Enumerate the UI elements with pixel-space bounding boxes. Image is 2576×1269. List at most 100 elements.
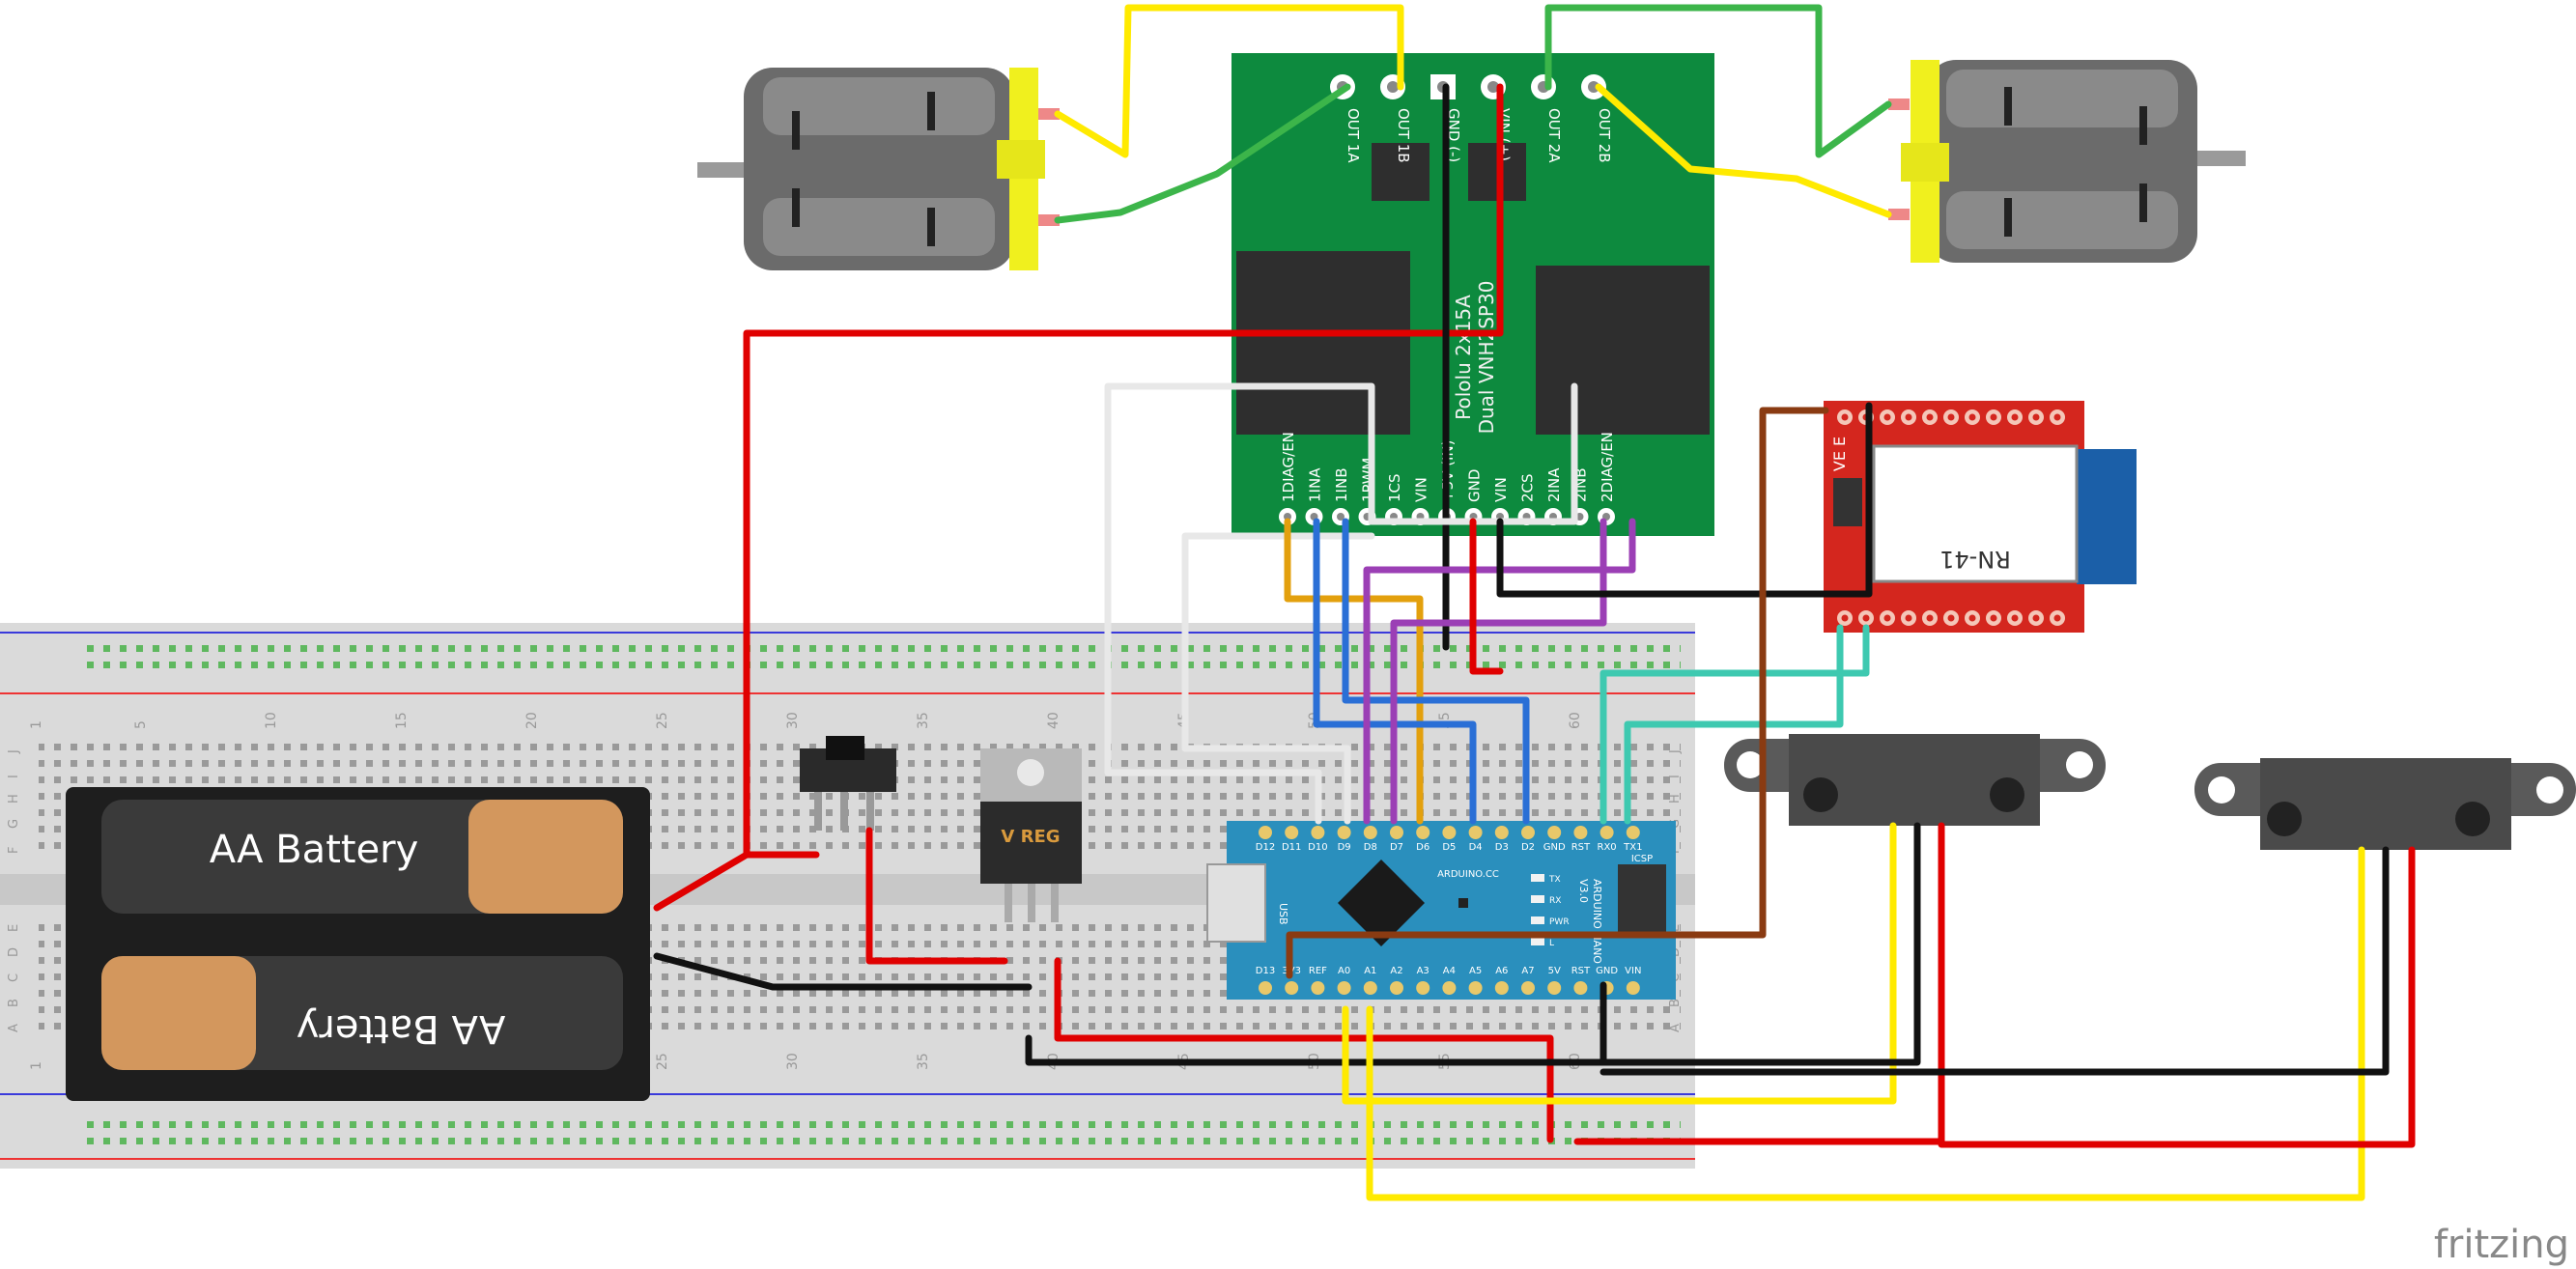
- breadboard-row-letter: G: [7, 819, 21, 829]
- arduino-top-pin-label: D8: [1364, 842, 1377, 853]
- arduino-top-pin-label: TX1: [1623, 842, 1642, 853]
- arduino-top-pin: [1599, 826, 1614, 839]
- arduino-top-pin-label: RX0: [1598, 842, 1617, 853]
- vreg-leg-out: [1051, 884, 1059, 922]
- battery-holder: AA Battery AA Battery: [66, 787, 650, 1101]
- arduino-top-pin: [1468, 826, 1483, 839]
- driver-bottom-pin-hole: [1337, 513, 1345, 521]
- wire-blue-1inb: [1342, 518, 1530, 825]
- arduino-top-pin-label: RST: [1571, 842, 1591, 853]
- arduino-bottom-pin-label: A4: [1443, 966, 1456, 976]
- arduino-bottom-pin: [1259, 981, 1272, 995]
- arduino-bottom-pin-label: A2: [1390, 966, 1402, 976]
- ir-right-mount-hole-2: [2536, 776, 2563, 804]
- motor-right-slot-2: [2004, 198, 2012, 237]
- bt-module-can: [1872, 444, 2079, 583]
- breadboard-column-number: 25: [655, 712, 670, 729]
- arduino-bottom-pin: [1363, 981, 1377, 995]
- breadboard-column-number: 1: [29, 1061, 44, 1070]
- breadboard-row-letter: E: [7, 924, 21, 932]
- arduino-led-label: PWR: [1549, 917, 1570, 927]
- wire-bt-rx: [1599, 624, 1870, 825]
- motor-left-highlight-2: [763, 198, 995, 256]
- breadboard-column-number: 30: [785, 1053, 801, 1070]
- battery-cell-top-end: [468, 800, 623, 914]
- bt-hole-inner: [2053, 413, 2061, 421]
- switch-leg-3: [866, 792, 874, 831]
- bt-antenna: [2077, 449, 2137, 584]
- arduino-bottom-pin: [1442, 981, 1457, 995]
- driver-bottom-pin-label: 2INA: [1545, 467, 1563, 502]
- switch-slider[interactable]: [826, 736, 864, 760]
- motor-left-terminal-block: [997, 140, 1045, 179]
- ir-right-mount-hole: [2208, 776, 2235, 804]
- driver-chip-right: [1536, 266, 1710, 435]
- motor-right-terminal-block: [1901, 143, 1949, 182]
- wire-motor-right-2a: [1544, 4, 1892, 158]
- wire-bt-brown: [1286, 407, 1829, 979]
- arduino-bottom-pin-label: A0: [1338, 966, 1350, 976]
- breadboard-column-number: 25: [655, 1053, 670, 1070]
- arduino-top-pin-label: D7: [1390, 842, 1403, 853]
- driver-silkscreen-line2: Dual VNH2SP30: [1475, 281, 1498, 435]
- arduino-bottom-pin-label: A6: [1495, 966, 1508, 976]
- arduino-icsp-label: ICSP: [1631, 854, 1653, 864]
- bt-hole-inner: [2053, 614, 2061, 622]
- ir-left-emitter: [1803, 777, 1838, 812]
- arduino-top-pin-label: D2: [1521, 842, 1535, 853]
- arduino-top-pin-label: D4: [1469, 842, 1483, 853]
- breadboard-column-number: 35: [916, 1053, 931, 1070]
- wire-motor-left-1b: [1054, 4, 1404, 158]
- driver-top-pin-hole: [1588, 81, 1599, 93]
- wire-ir-right-gnd: [1599, 846, 2390, 1076]
- bt-side-label: VE E: [1830, 437, 1849, 471]
- ir-right-receiver: [2455, 802, 2490, 836]
- arduino-bottom-pin: [1337, 981, 1351, 995]
- bt-hole-inner: [1968, 614, 1976, 622]
- motor-left-slot-3: [927, 92, 935, 130]
- arduino-top-pin: [1521, 826, 1535, 839]
- arduino-bottom-pin: [1390, 981, 1403, 995]
- arduino-bottom-pin: [1521, 981, 1535, 995]
- driver-bottom-pin-label: VIN: [1413, 477, 1430, 502]
- breadboard-row-letter: H: [7, 794, 21, 804]
- arduino-bottom-pin-label: A7: [1521, 966, 1534, 976]
- wire-orange-diag: [1284, 518, 1424, 825]
- arduino-bottom-pin-label: REF: [1309, 966, 1327, 976]
- battery-cell-bottom-end: [101, 956, 256, 1070]
- wires: [653, 4, 2416, 1201]
- bt-hole-inner: [2032, 614, 2040, 622]
- wire-switch-to-vreg: [865, 827, 1008, 965]
- wire-ir-right-vcc: [1938, 846, 2416, 1148]
- breadboard-row-letter: J: [7, 749, 21, 754]
- battery-top-label: AA Battery: [210, 828, 419, 872]
- motor-right-slot: [2004, 87, 2012, 126]
- fritzing-watermark: fritzing: [2434, 1223, 2569, 1267]
- arduino-bottom-pin-label: A3: [1417, 966, 1430, 976]
- breadboard-row-letter: F: [7, 847, 21, 854]
- breadboard-column-number: 30: [785, 712, 801, 729]
- arduino-top-pin: [1259, 826, 1272, 839]
- breadboard-row-letter: C: [7, 973, 21, 982]
- arduino-led: [1531, 916, 1544, 924]
- arduino-top-pin: [1547, 826, 1562, 839]
- arduino-top-pin-label: GND: [1543, 842, 1566, 853]
- wire-ir-right-signal: [1366, 846, 2365, 1201]
- arduino-top-pin: [1311, 826, 1325, 839]
- arduino-top-pin: [1573, 826, 1588, 839]
- driver-regulator-left: [1372, 143, 1430, 201]
- rail-holes-bottom: [77, 1118, 1681, 1151]
- motor-left-highlight: [763, 77, 995, 135]
- driver-bottom-pin-label: GND: [1466, 469, 1484, 502]
- arduino-led-label: TX: [1548, 875, 1561, 885]
- ir-left-receiver: [1990, 777, 2024, 812]
- arduino-top-pin: [1442, 826, 1457, 839]
- driver-top-pin-label: OUT 1B: [1395, 108, 1412, 163]
- driver-bottom-pin-label: 1DIAG/EN: [1280, 432, 1297, 502]
- arduino-bottom-pin: [1626, 981, 1640, 995]
- breadboard-column-number: 5: [133, 720, 149, 729]
- driver-top-pin-hole: [1487, 81, 1499, 93]
